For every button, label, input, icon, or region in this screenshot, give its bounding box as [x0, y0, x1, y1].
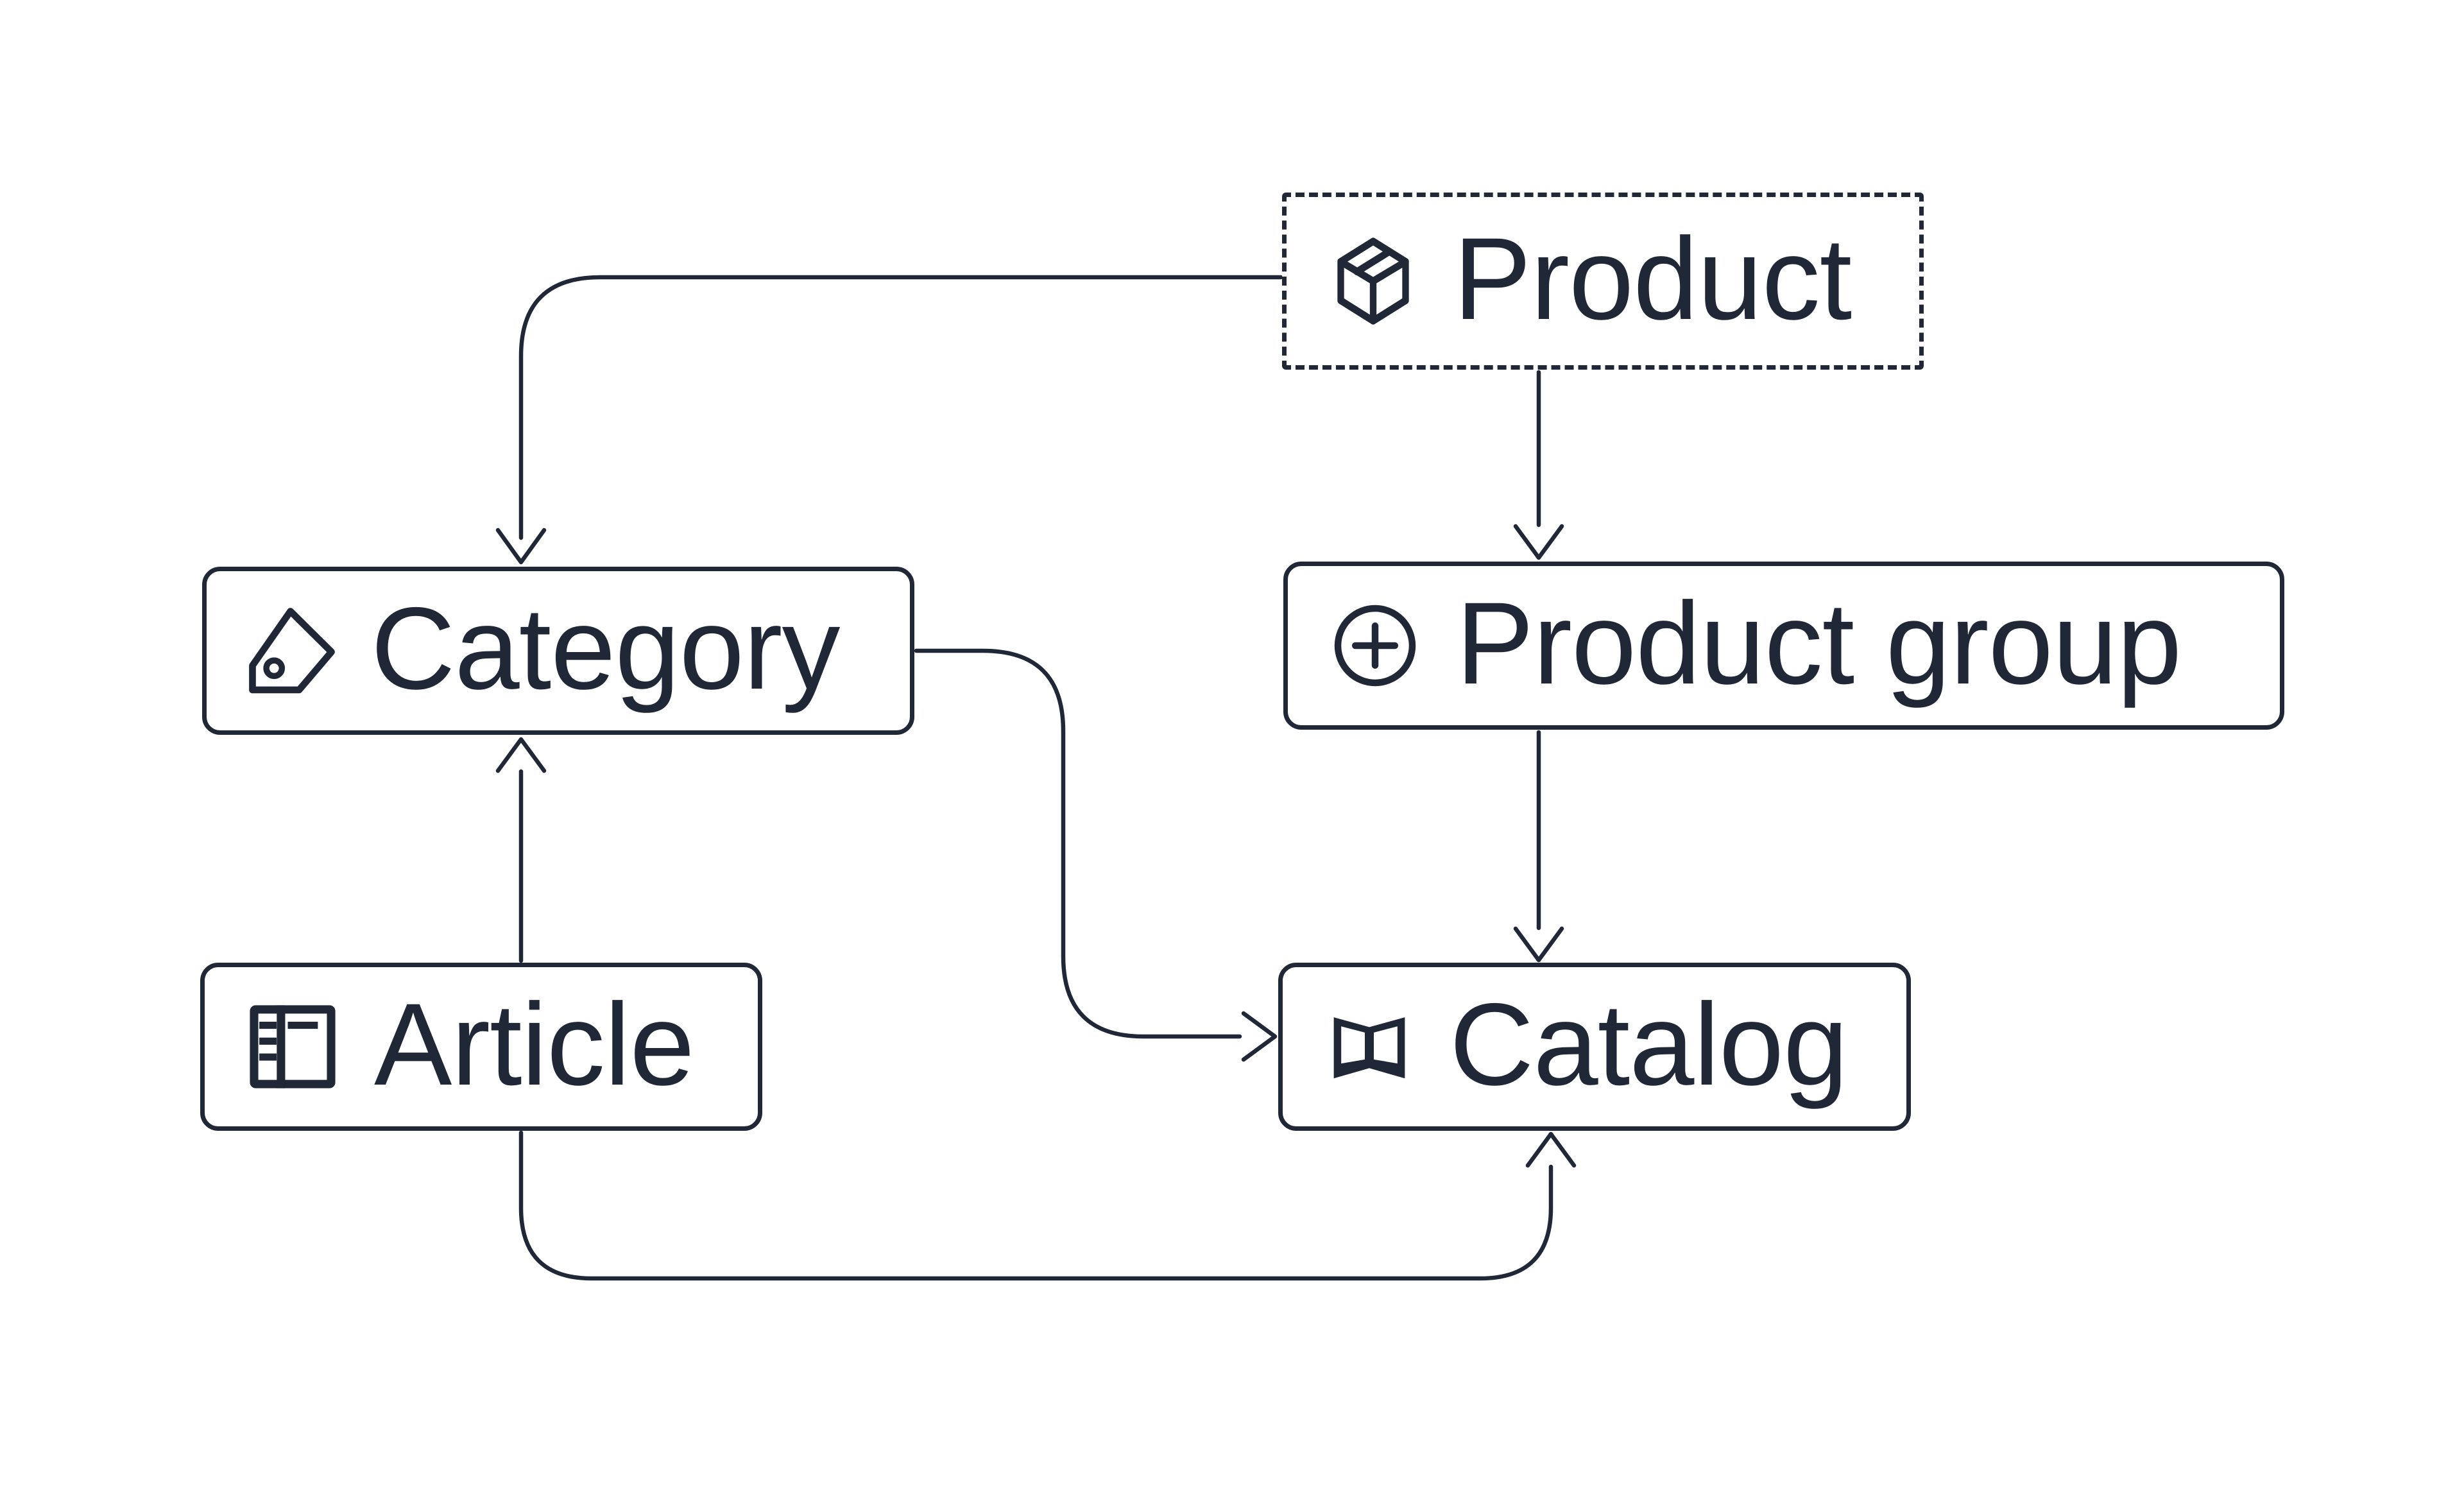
node-category[interactable]: Category [202, 567, 914, 735]
node-label: Product group [1456, 578, 2182, 709]
package-icon [1337, 237, 1409, 325]
arrowhead-down-icon [1513, 926, 1564, 963]
arrowhead-down-icon [495, 528, 547, 565]
layout-article-icon [250, 1005, 336, 1088]
arrowhead-up-icon [1525, 1131, 1577, 1168]
tag-icon [249, 608, 335, 694]
node-catalog[interactable]: Catalog [1278, 963, 1911, 1131]
node-product-group[interactable]: Product group [1283, 562, 2284, 730]
node-article[interactable]: Article [200, 963, 762, 1131]
node-label: Catalog [1450, 979, 1848, 1110]
edge-line [518, 1130, 1553, 1281]
edge-article-to-category [495, 737, 547, 963]
circle-plus-icon [1334, 605, 1416, 687]
edge-line [914, 648, 1242, 1039]
book-open-icon [1333, 1017, 1405, 1079]
edge-product-group-to-catalog [1513, 730, 1564, 963]
node-label: Category [371, 583, 840, 714]
arrowhead-down-icon [1513, 524, 1564, 560]
edge-article-to-catalog [518, 1130, 1577, 1281]
node-product[interactable]: Product [1282, 193, 1924, 370]
arrowhead-up-icon [495, 737, 547, 773]
edge-category-to-catalog [914, 648, 1278, 1062]
edge-product-to-product-group [1513, 370, 1564, 560]
arrowhead-right-icon [1241, 1011, 1278, 1062]
edge-line [518, 275, 1283, 540]
node-label: Article [374, 979, 695, 1110]
node-label: Product [1453, 213, 1852, 344]
edge-product-to-category [495, 275, 1283, 565]
